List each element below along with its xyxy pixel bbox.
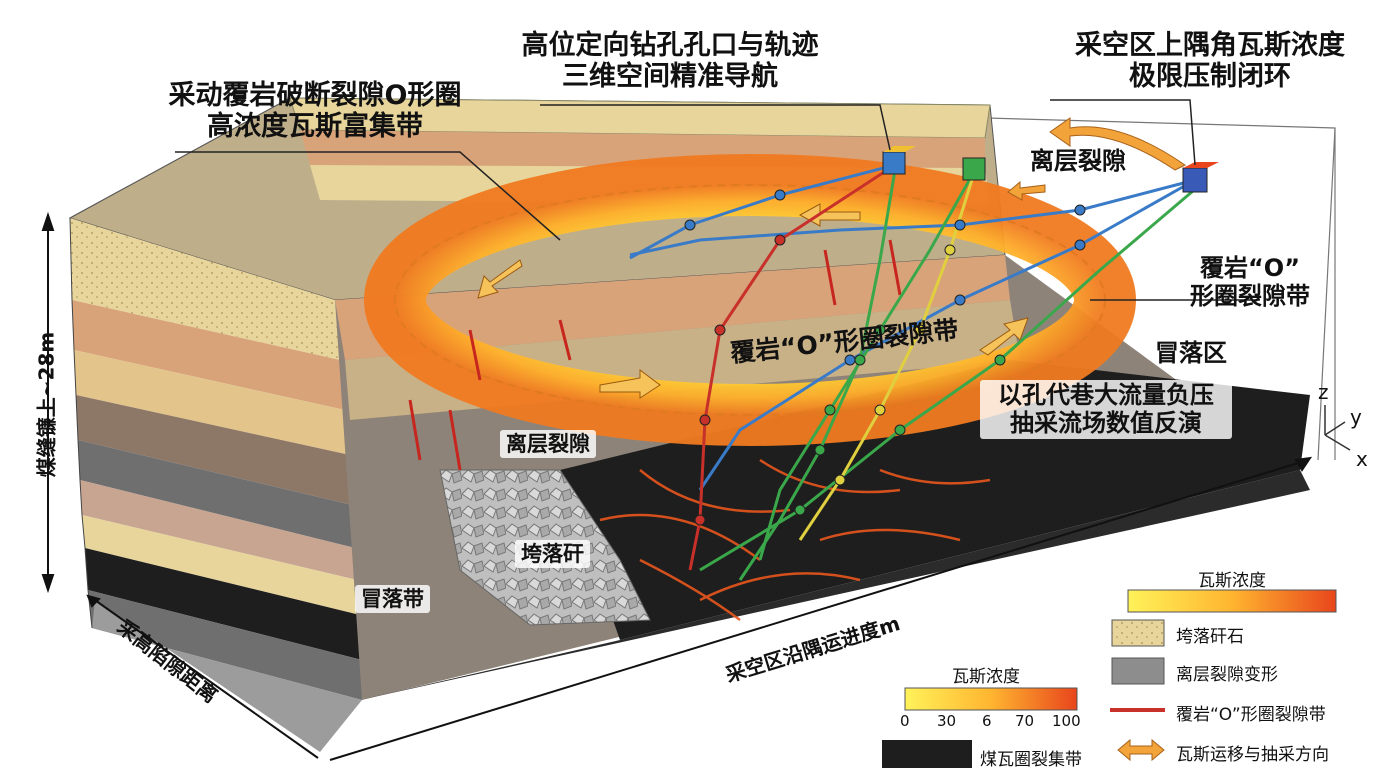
- callout-top-right: 采空区上隅角瓦斯浓度 极限压制闭环: [1030, 30, 1390, 92]
- legend-item-o-ring: 覆岩“O”形圈裂隙带: [1176, 700, 1326, 725]
- callout-top-left-line1: 采动覆岩破断裂隙O形圈: [168, 80, 462, 111]
- legend-tick-1: 30: [937, 712, 957, 730]
- label-o-ring-right-line1: 覆岩“O”: [1200, 254, 1300, 282]
- callout-top-left: 采动覆岩破断裂隙O形圈 高浓度瓦斯富集带: [150, 80, 480, 142]
- legend-item-rubble: 垮落矸石: [1176, 622, 1244, 647]
- legend-item-o-ring-label: 覆岩“O”形圈裂隙带: [1176, 705, 1326, 725]
- legend-tick-3: 70: [1015, 712, 1035, 730]
- legend-center-graphics: [882, 687, 1078, 768]
- legend-item-rubble-label: 垮落矸石: [1176, 627, 1244, 647]
- legend-tick-2: 6: [982, 712, 992, 730]
- callout-top-center-line1: 高位定向钻孔孔口与轨迹: [521, 30, 819, 61]
- triad-z: z: [1318, 380, 1329, 404]
- legend-right-graphics: [1110, 589, 1337, 762]
- label-separation-top: 离层裂隙: [1030, 147, 1126, 175]
- label-inversion-line1: 以孔代巷大流量负压: [998, 381, 1214, 409]
- callout-top-right-line1: 采空区上隅角瓦斯浓度: [1075, 30, 1345, 61]
- label-inversion: 以孔代巷大流量负压 抽采流场数值反演: [980, 380, 1232, 440]
- legend-item-separation: 离层裂隙变形: [1176, 660, 1278, 685]
- axis-vertical-label: 煤缝镰上~28m: [34, 331, 59, 478]
- boreholes: [629, 163, 1201, 581]
- label-o-ring-right: 覆岩“O” 形圈裂隙带: [1175, 254, 1325, 310]
- front-strata: [69, 217, 362, 752]
- callout-leaders: [175, 99, 1260, 301]
- label-inversion-line2: 抽采流场数值反演: [1010, 408, 1202, 437]
- label-rubble: 垮落矸: [515, 540, 590, 569]
- legend-right-title: 瓦斯浓度: [1198, 571, 1266, 591]
- callout-top-center-line2: 三维空间精准导航: [562, 61, 778, 93]
- triad-y: y: [1350, 405, 1362, 429]
- triad-x: x: [1356, 447, 1368, 471]
- label-caving-band: 冒落带: [355, 585, 430, 614]
- callout-top-left-line2: 高浓度瓦斯富集带: [207, 111, 423, 143]
- depth-dimension-arrow: [86, 594, 319, 759]
- legend-item-separation-label: 离层裂隙变形: [1176, 665, 1278, 685]
- label-o-ring-right-line2: 形圈裂隙带: [1190, 281, 1310, 310]
- legend-item-gas-direction: 瓦斯运移与抽采方向: [1176, 740, 1329, 765]
- gas-gradient-bar: [1127, 589, 1337, 613]
- borehole-nodes: [684, 189, 1086, 526]
- vertical-dimension-arrow: [41, 211, 55, 594]
- coal-swatch: [882, 740, 972, 768]
- legend-coal-label: 煤瓦圈裂集带: [980, 750, 1082, 770]
- drill-heads: [882, 146, 1219, 193]
- legend-tick-0: 0: [900, 712, 910, 730]
- advance-dimension-arrow: [329, 456, 1313, 761]
- axis-triad: [1324, 405, 1351, 451]
- callout-top-center: 高位定向钻孔孔口与轨迹 三维空间精准导航: [500, 30, 840, 92]
- gas-migration-arrows-top: [1007, 117, 1186, 201]
- fracture-marks: [408, 239, 902, 471]
- legend-item-gas-direction-label: 瓦斯运移与抽采方向: [1176, 745, 1329, 765]
- callout-top-right-line2: 极限压制闭环: [1129, 61, 1291, 93]
- legend-center-title: 瓦斯浓度: [952, 667, 1020, 687]
- o-ring-flow-arrows: [477, 203, 1029, 399]
- label-caving-zone: 冒落区: [1155, 339, 1227, 367]
- label-separation-left: 离层裂隙: [500, 430, 596, 459]
- gas-gradient-bar-small: [904, 687, 1078, 711]
- legend-tick-4: 100: [1052, 712, 1081, 730]
